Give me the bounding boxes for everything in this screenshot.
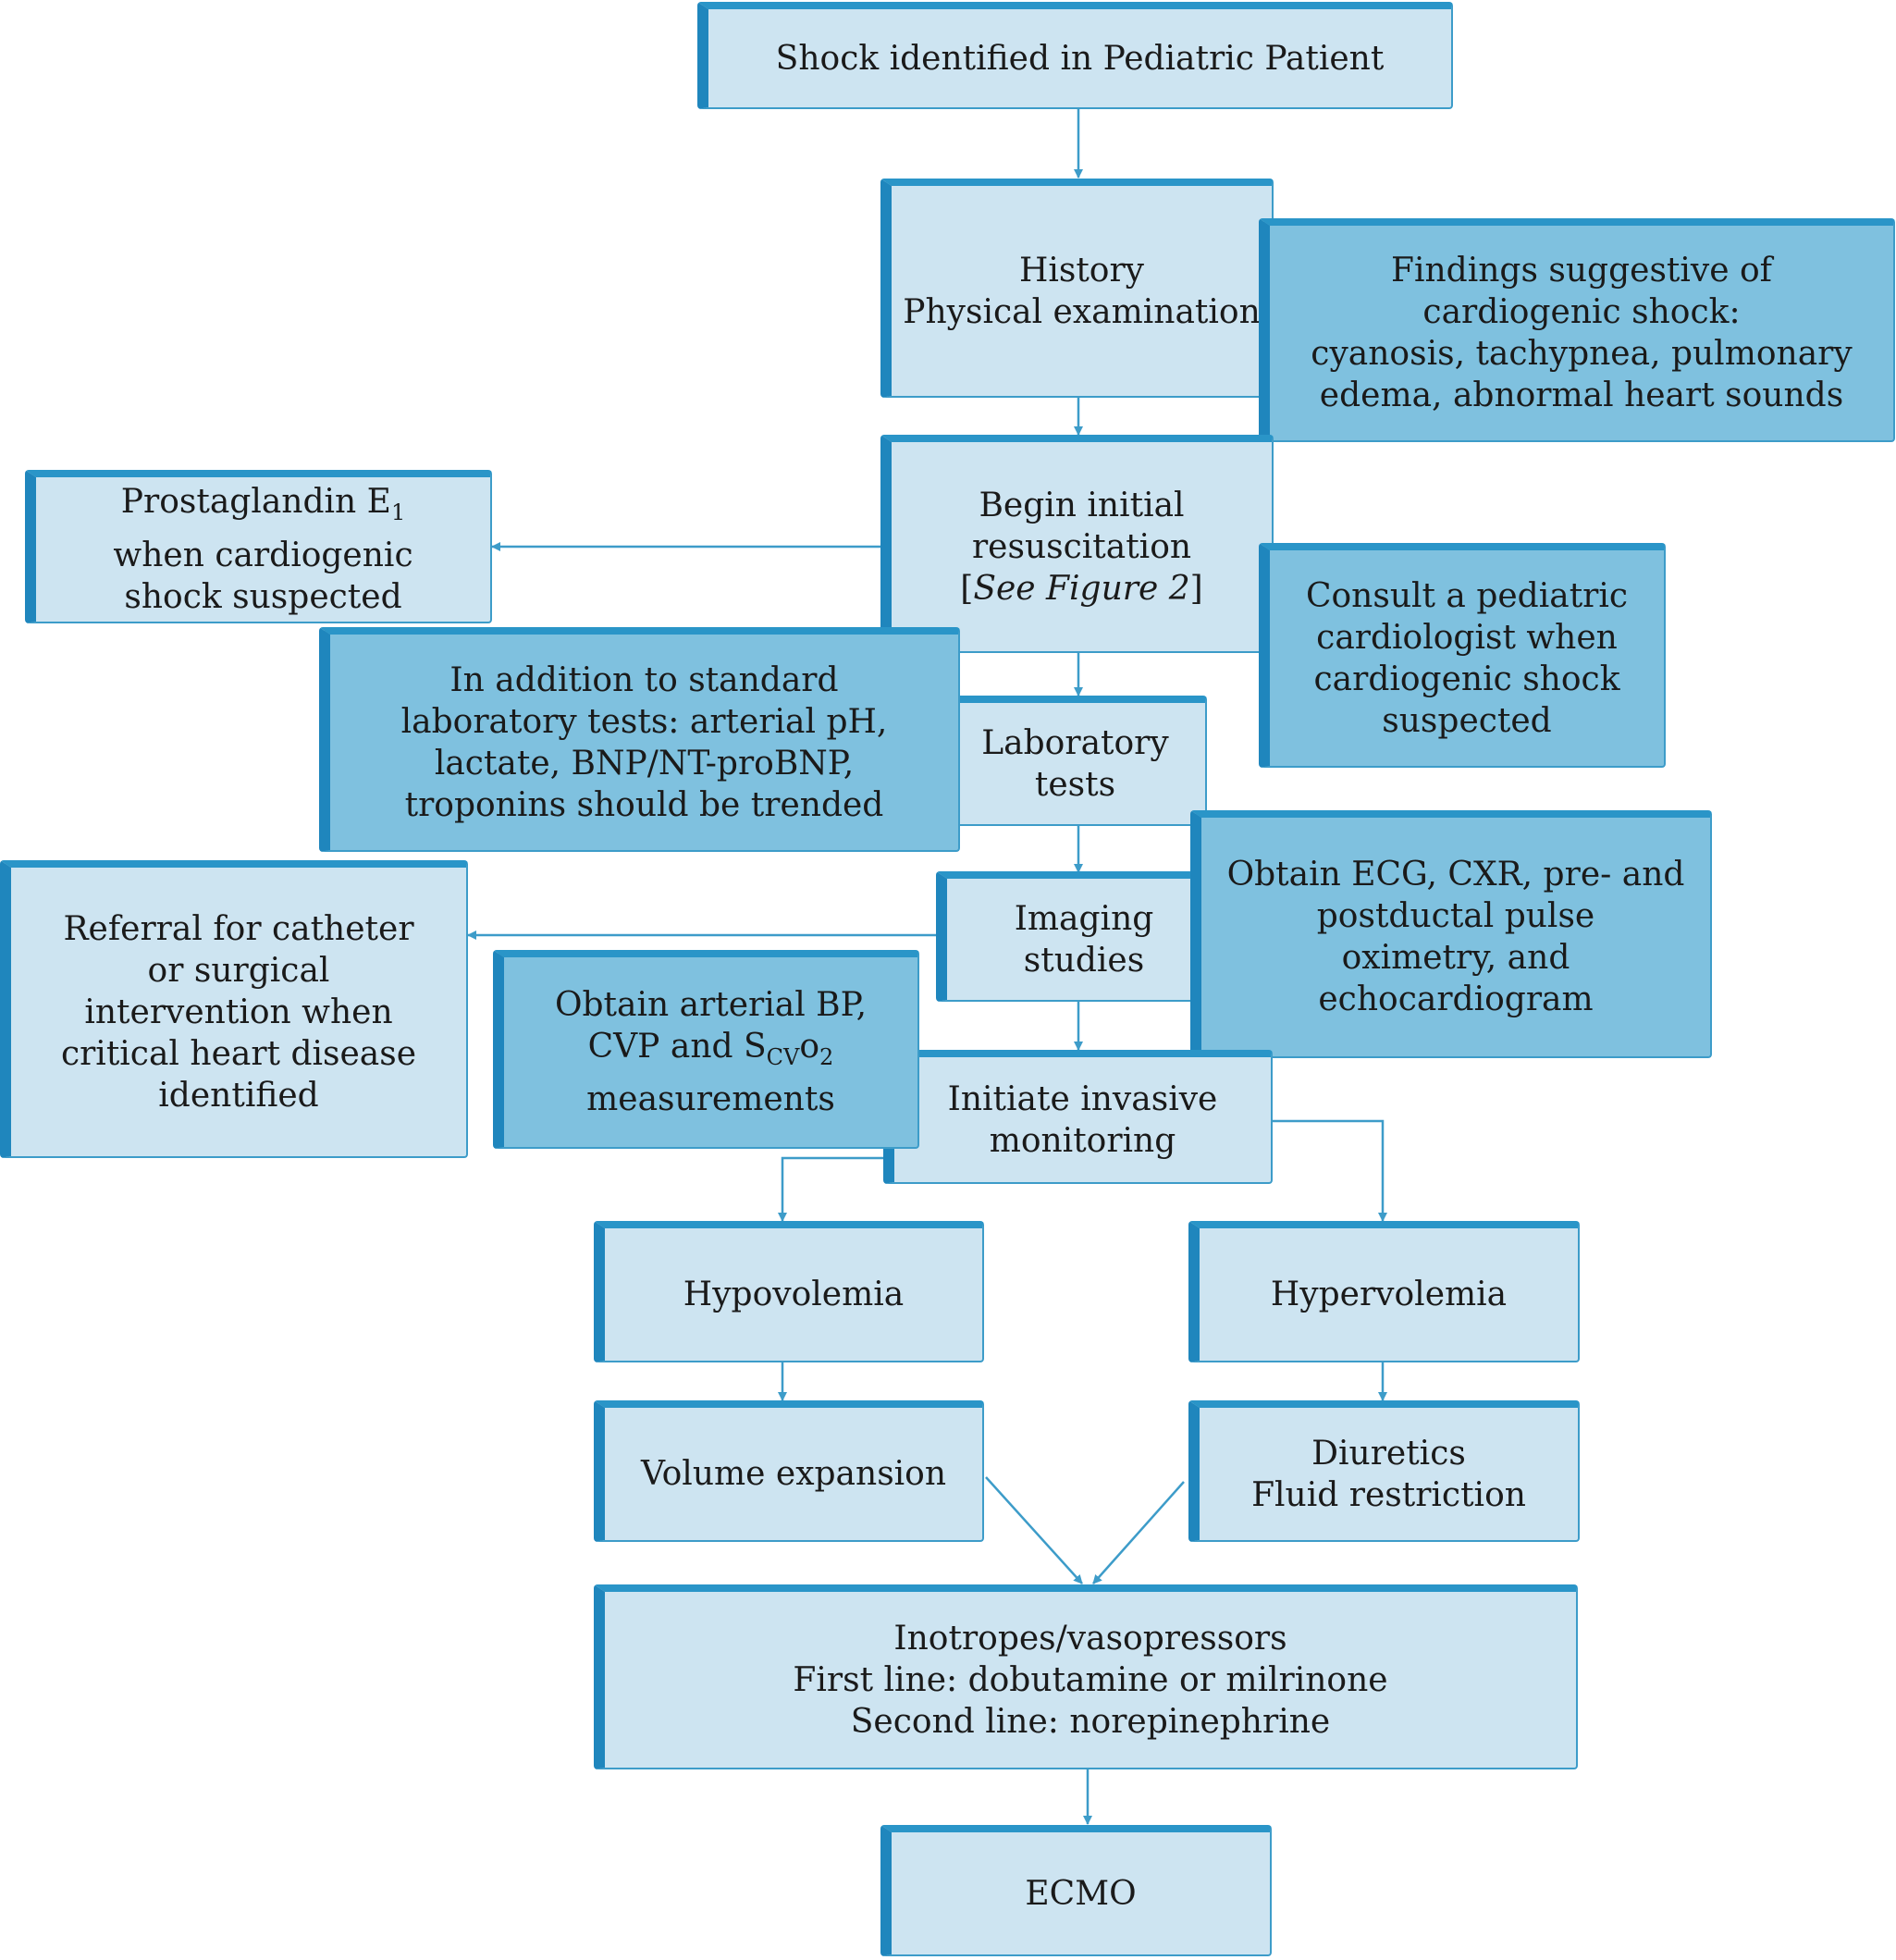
node-inotropes-line-2: First line: dobutamine or milrinone bbox=[793, 1660, 1388, 1699]
node-findings: Findings suggestive of cardiogenic shock… bbox=[1259, 218, 1895, 442]
node-invasive-line-2: monitoring bbox=[989, 1121, 1176, 1160]
node-findings-line-2: cardiogenic shock: bbox=[1422, 293, 1741, 331]
node-referral: Referral for catheter or surgical interv… bbox=[0, 860, 468, 1158]
arrow-invasive-to-hypervolemia bbox=[1273, 1119, 1387, 1222]
node-referral-line-1: Referral for catheter bbox=[63, 909, 414, 948]
node-referral-line-2: or surgical bbox=[147, 951, 330, 990]
node-hypovolemia-label: Hypovolemia bbox=[683, 1276, 905, 1313]
node-history-line-2: Physical examination bbox=[903, 292, 1261, 331]
node-obtain-bp-line-2: CVP and SCVo2 bbox=[587, 1027, 834, 1071]
node-invasive-line-1: Initiate invasive bbox=[947, 1079, 1218, 1118]
node-resuscitation-line-2: resuscitation bbox=[971, 527, 1192, 566]
node-findings-line-3: cyanosis, tachypnea, pulmonary bbox=[1311, 335, 1853, 373]
node-history: History Physical examination bbox=[880, 179, 1274, 398]
node-shock: Shock identified in Pediatric Patient bbox=[697, 2, 1453, 109]
node-consult-line-2: cardiologist when bbox=[1316, 618, 1618, 657]
figure-reference: See Figure 2 bbox=[973, 569, 1190, 608]
node-diuretics-line-2: Fluid restriction bbox=[1251, 1475, 1526, 1514]
node-prostaglandin-line-3: shock suspected bbox=[124, 577, 402, 616]
node-hypervolemia: Hypervolemia bbox=[1188, 1221, 1580, 1362]
node-ecmo-label: ECMO bbox=[1025, 1874, 1137, 1913]
node-obtain-ecg-line-4: echocardiogram bbox=[1318, 980, 1594, 1018]
node-volume-expansion-label: Volume expansion bbox=[640, 1455, 947, 1493]
node-obtain-ecg-line-3: oximetry, and bbox=[1341, 939, 1570, 977]
node-obtain-ecg-line-2: postductal pulse bbox=[1316, 897, 1595, 935]
node-labs-note: In addition to standard laboratory tests… bbox=[319, 627, 960, 852]
node-consult: Consult a pediatric cardiologist when ca… bbox=[1259, 543, 1666, 768]
node-resuscitation: Begin initial resuscitation [See Figure … bbox=[880, 435, 1274, 653]
node-hypovolemia: Hypovolemia bbox=[594, 1221, 984, 1362]
node-imaging-line-1: Imaging bbox=[1014, 899, 1154, 938]
node-prostaglandin-line-2: when cardiogenic bbox=[113, 536, 413, 574]
node-prostaglandin-line-1: Prostaglandin E1 bbox=[120, 483, 406, 526]
node-findings-line-4: edema, abnormal heart sounds bbox=[1319, 376, 1844, 414]
node-history-line-1: History bbox=[1018, 251, 1145, 290]
node-referral-line-5: identified bbox=[158, 1076, 319, 1115]
node-invasive: Initiate invasive monitoring bbox=[883, 1050, 1273, 1184]
node-labs-note-line-2: laboratory tests: arterial pH, bbox=[400, 702, 888, 741]
node-hypervolemia-label: Hypervolemia bbox=[1270, 1276, 1508, 1313]
node-labs-line-1: Laboratory bbox=[981, 723, 1169, 762]
node-labs-line-2: tests bbox=[1034, 765, 1116, 804]
node-labs-note-line-4: troponins should be trended bbox=[404, 785, 884, 824]
node-referral-line-3: intervention when bbox=[84, 992, 393, 1031]
node-diuretics: Diuretics Fluid restriction bbox=[1188, 1400, 1580, 1542]
arrow-volume-to-inotropes bbox=[985, 1476, 1083, 1584]
node-inotropes-line-1: Inotropes/vasopressors bbox=[893, 1619, 1287, 1658]
node-resuscitation-line-1: Begin initial bbox=[979, 486, 1185, 524]
arrow-diuretics-to-inotropes bbox=[1092, 1481, 1185, 1584]
node-ecmo: ECMO bbox=[880, 1825, 1272, 1956]
node-shock-label: Shock identified in Pediatric Patient bbox=[775, 39, 1385, 78]
node-diuretics-line-1: Diuretics bbox=[1311, 1434, 1466, 1473]
node-consult-line-1: Consult a pediatric bbox=[1305, 576, 1629, 615]
node-obtain-bp-line-3: measurements bbox=[586, 1080, 835, 1119]
node-obtain-bp-line-1: Obtain arterial BP, bbox=[554, 985, 868, 1024]
node-obtain-ecg-line-1: Obtain ECG, CXR, pre- and bbox=[1226, 856, 1685, 894]
node-referral-line-4: critical heart disease bbox=[60, 1034, 417, 1073]
node-prostaglandin: Prostaglandin E1 when cardiogenic shock … bbox=[25, 470, 492, 623]
node-obtain-bp: Obtain arterial BP, CVP and SCVo2 measur… bbox=[493, 950, 919, 1149]
node-resuscitation-ref: [See Figure 2] bbox=[960, 569, 1203, 608]
node-labs-note-line-1: In addition to standard bbox=[449, 660, 839, 699]
node-inotropes: Inotropes/vasopressors First line: dobut… bbox=[594, 1584, 1578, 1769]
node-labs-note-line-3: lactate, BNP/NT-proBNP, bbox=[434, 744, 855, 783]
node-consult-line-4: suspected bbox=[1382, 701, 1552, 740]
node-imaging-line-2: studies bbox=[1023, 941, 1145, 980]
node-obtain-ecg: Obtain ECG, CXR, pre- and postductal pul… bbox=[1190, 810, 1712, 1058]
arrow-invasive-to-hypovolemia bbox=[778, 1156, 883, 1222]
node-imaging: Imaging studies bbox=[936, 871, 1223, 1002]
node-volume-expansion: Volume expansion bbox=[594, 1400, 984, 1542]
node-labs: Laboratory tests bbox=[934, 696, 1207, 826]
node-findings-line-1: Findings suggestive of bbox=[1391, 252, 1772, 290]
node-consult-line-3: cardiogenic shock bbox=[1313, 659, 1620, 698]
node-inotropes-line-3: Second line: norepinephrine bbox=[850, 1702, 1331, 1741]
